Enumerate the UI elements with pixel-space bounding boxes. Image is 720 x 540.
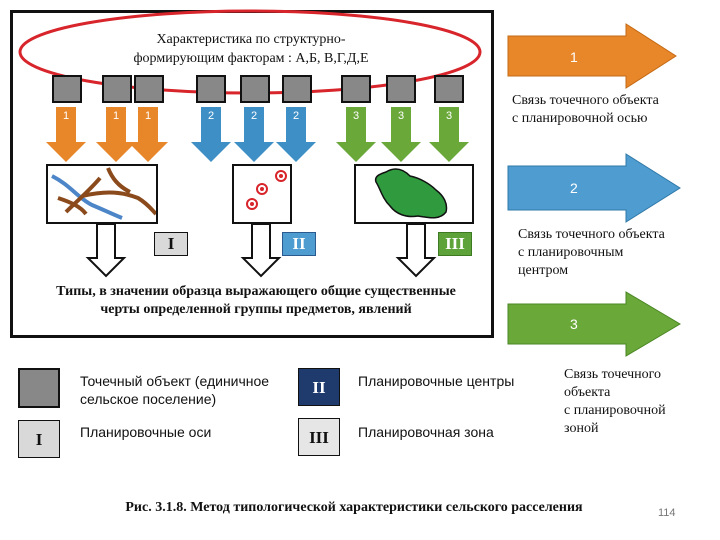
side-text-2: Связь точечного объекта с планировочным … — [518, 226, 665, 280]
factor-number: 1 — [112, 110, 120, 122]
side-text-2-line: центром — [518, 263, 569, 278]
header-line-2: формирующим факторам : А,Б, В,Г,Д,Е — [133, 51, 369, 66]
side-text-3-line: зоной — [564, 421, 599, 436]
legend-point-line: сельское поселение) — [80, 391, 217, 407]
side-arrow-1 — [507, 23, 677, 89]
point-object-9 — [434, 75, 464, 103]
map-box-axes — [46, 164, 158, 224]
header-text: Характеристика по структурно- формирующи… — [86, 30, 416, 68]
factor-number: 3 — [352, 110, 360, 122]
types-description: Типы, в значении образца выражающего общ… — [26, 283, 486, 319]
side-arrow-number-1: 1 — [570, 49, 578, 65]
type-label-1: I — [154, 232, 188, 256]
legend-symbol-zone: III — [298, 418, 340, 456]
factor-number: 3 — [445, 110, 453, 122]
side-arrow-3 — [507, 291, 681, 357]
side-text-1: Связь точечного объекта с планировочной … — [512, 92, 659, 128]
side-text-1-line: с планировочной осью — [512, 111, 648, 126]
side-text-1-line: Связь точечного объекта — [512, 93, 659, 108]
point-object-4 — [196, 75, 226, 103]
side-text-3-line: с планировочной — [564, 403, 666, 418]
map-axes — [51, 167, 158, 220]
point-object-7 — [341, 75, 371, 103]
types-line-2: черты определенной группы предметов, явл… — [100, 302, 412, 317]
header-line-1: Характеристика по структурно- — [156, 32, 346, 47]
legend-symbol-point — [18, 368, 60, 408]
legend-item-centers: Планировочные центры — [358, 373, 515, 389]
type-arrows — [85, 223, 437, 278]
point-object-6 — [282, 75, 312, 103]
side-arrow-2 — [507, 153, 681, 223]
side-arrow-number-2: 2 — [570, 180, 578, 196]
side-text-2-line: с планировочным — [518, 245, 624, 260]
map-box-centers — [232, 164, 292, 224]
point-object-8 — [386, 75, 416, 103]
type-label-2: II — [282, 232, 316, 256]
side-text-3-line: объекта — [564, 385, 611, 400]
factor-number: 2 — [292, 110, 300, 122]
factor-number: 1 — [144, 110, 152, 122]
factor-arrows-green — [336, 107, 469, 162]
legend-symbol-axes: I — [18, 420, 60, 458]
factor-number: 2 — [250, 110, 258, 122]
point-object-1 — [52, 75, 82, 103]
factor-number: 3 — [397, 110, 405, 122]
factor-arrows-blue — [191, 107, 316, 162]
factor-number: 1 — [62, 110, 70, 122]
side-text-3-line: Связь точечного — [564, 367, 662, 382]
legend-item-zone: Планировочная зона — [358, 424, 494, 440]
legend-item-point: Точечный объект (единичное сельское посе… — [80, 372, 269, 408]
side-text-2-line: Связь точечного объекта — [518, 227, 665, 242]
map-box-zone — [354, 164, 474, 224]
point-object-2 — [102, 75, 132, 103]
side-text-3: Связь точечного объекта с планировочной … — [564, 366, 666, 438]
map-centers — [246, 170, 287, 210]
point-object-5 — [240, 75, 270, 103]
factor-number: 2 — [207, 110, 215, 122]
map-zone — [374, 168, 448, 219]
legend-item-axes: Планировочные оси — [80, 424, 212, 440]
figure-caption: Рис. 3.1.8. Метод типологической характе… — [125, 500, 583, 515]
types-line-1: Типы, в значении образца выражающего общ… — [56, 284, 456, 299]
page-number: 114 — [658, 507, 676, 519]
point-object-3 — [134, 75, 164, 103]
factor-arrows-orange — [46, 107, 168, 162]
legend-symbol-centers: II — [298, 368, 340, 406]
type-label-3: III — [438, 232, 472, 256]
legend-point-line: Точечный объект (единичное — [80, 373, 270, 389]
side-arrow-number-3: 3 — [570, 316, 578, 332]
